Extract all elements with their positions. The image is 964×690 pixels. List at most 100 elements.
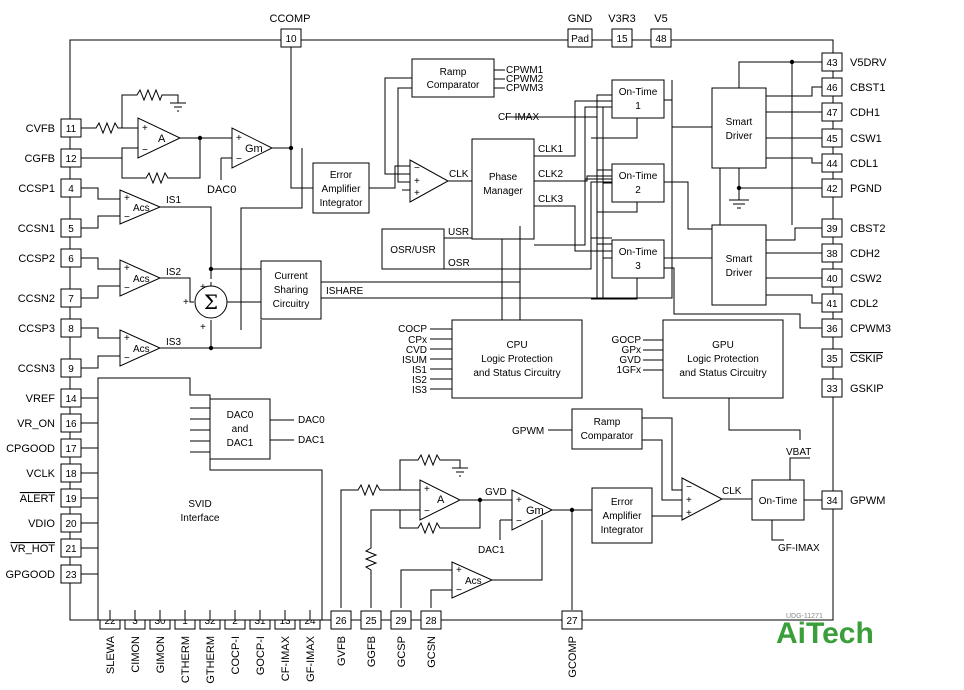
svg-text:+: + <box>686 508 692 519</box>
osr-usr-block: OSR/USR <box>381 228 445 270</box>
svg-text:Comparator: Comparator <box>427 80 480 91</box>
svg-text:Manager: Manager <box>483 186 523 197</box>
pin-number: 48 <box>655 34 667 45</box>
ramp-comparator-top: Ramp Comparator <box>411 58 495 98</box>
pin-number: 41 <box>826 299 838 310</box>
smart-driver-2: Smart Driver <box>711 224 767 306</box>
svg-text:and Status Circuitry: and Status Circuitry <box>473 368 560 379</box>
pin-label: CDH2 <box>850 248 880 260</box>
pin-label: ALERT <box>20 493 56 505</box>
amp-a-label: A <box>158 133 166 145</box>
pin-label: CBST1 <box>850 82 885 94</box>
clk3-label: CLK3 <box>538 194 563 205</box>
dac1-output-label: DAC1 <box>298 435 325 446</box>
pin-label: GVFB <box>336 636 348 666</box>
svg-text:and Status Circuitry: and Status Circuitry <box>679 368 766 379</box>
svg-text:Acs: Acs <box>133 203 150 214</box>
on-time-3: On-Time 3 <box>611 239 665 279</box>
svg-text:+: + <box>124 333 130 344</box>
cf-imax-label: CF-IMAX <box>498 112 539 123</box>
pin-number: 17 <box>65 444 77 455</box>
svg-text:Gm: Gm <box>526 505 544 517</box>
svg-text:On-Time: On-Time <box>619 87 658 98</box>
svg-text:−: − <box>456 585 462 596</box>
svg-text:Acs: Acs <box>465 576 482 587</box>
pin-number: 34 <box>826 496 838 507</box>
svg-text:Ramp: Ramp <box>440 67 467 78</box>
pin-number: 42 <box>826 184 838 195</box>
pin-label: GTHERM <box>205 636 217 684</box>
pin-label: VDIO <box>28 518 55 530</box>
pin-v5: V5 48 <box>650 13 672 48</box>
dac0-label: DAC0 <box>207 184 236 196</box>
svg-text:−: − <box>124 212 130 223</box>
pin-label: CCSP2 <box>18 253 55 265</box>
pin-label: GIMON <box>155 636 167 673</box>
svg-text:Phase: Phase <box>489 172 518 183</box>
svg-text:CPx: CPx <box>408 335 427 346</box>
svg-text:IS3: IS3 <box>412 385 427 396</box>
pin-number: 7 <box>68 294 74 305</box>
svg-text:+: + <box>516 495 522 506</box>
pin-number: 14 <box>65 394 77 405</box>
svg-text:Integrator: Integrator <box>320 198 363 209</box>
svg-text:+: + <box>414 176 420 187</box>
pin-label: CIMON <box>130 636 142 673</box>
pin-label: PGND <box>850 183 882 195</box>
pin-number: 12 <box>65 154 77 165</box>
svg-text:Integrator: Integrator <box>601 525 644 536</box>
svg-text:On-Time: On-Time <box>759 496 798 507</box>
svg-text:OSR/USR: OSR/USR <box>390 245 436 256</box>
svg-text:Interface: Interface <box>181 513 220 524</box>
pin-label: GF-IMAX <box>305 635 317 681</box>
ishare-label: ISHARE <box>326 286 364 297</box>
pin-number: 13 <box>279 616 291 627</box>
on-time-2: On-Time 2 <box>611 163 665 203</box>
pin-number: 47 <box>826 108 838 119</box>
svg-text:GVD: GVD <box>619 355 641 366</box>
pin-number: 18 <box>65 469 77 480</box>
pin-label: GOCP-I <box>255 636 267 675</box>
svg-text:Smart: Smart <box>726 254 753 265</box>
pin-gnd: GND Pad <box>567 13 593 48</box>
watermark: AiTech UDG-11271 <box>776 613 874 650</box>
clk2-label: CLK2 <box>538 169 563 180</box>
pin-number: 19 <box>65 494 77 505</box>
svg-text:Current: Current <box>274 271 308 282</box>
ramp-comparator-bottom: Ramp Comparator <box>571 408 643 450</box>
pin-number: 43 <box>826 58 838 69</box>
pin-number: 32 <box>204 616 216 627</box>
svg-text:SVID: SVID <box>188 499 211 510</box>
left-pin: 6 CCSP2 <box>18 248 82 268</box>
dac-block: DAC0 and DAC1 <box>209 398 271 460</box>
svg-text:DAC1: DAC1 <box>227 438 254 449</box>
clk1-label: CLK1 <box>538 144 563 155</box>
svg-text:ISUM: ISUM <box>402 355 427 366</box>
pin-label: CSW1 <box>850 133 882 145</box>
svg-text:Logic Protection: Logic Protection <box>687 354 759 365</box>
pin-number: 6 <box>68 254 74 265</box>
pin-label: CDL2 <box>850 298 878 310</box>
svid-interface: SVID Interface <box>97 377 323 621</box>
acs-amp-3 <box>119 329 162 367</box>
gpu-clk-label: CLK <box>722 486 742 497</box>
gm-amp-gpu <box>511 489 554 531</box>
pin-label: COCP-I <box>230 636 242 675</box>
svg-text:+: + <box>456 565 462 576</box>
svg-text:Σ: Σ <box>204 290 218 314</box>
svg-text:+: + <box>686 495 692 506</box>
pin-number: 31 <box>254 616 266 627</box>
